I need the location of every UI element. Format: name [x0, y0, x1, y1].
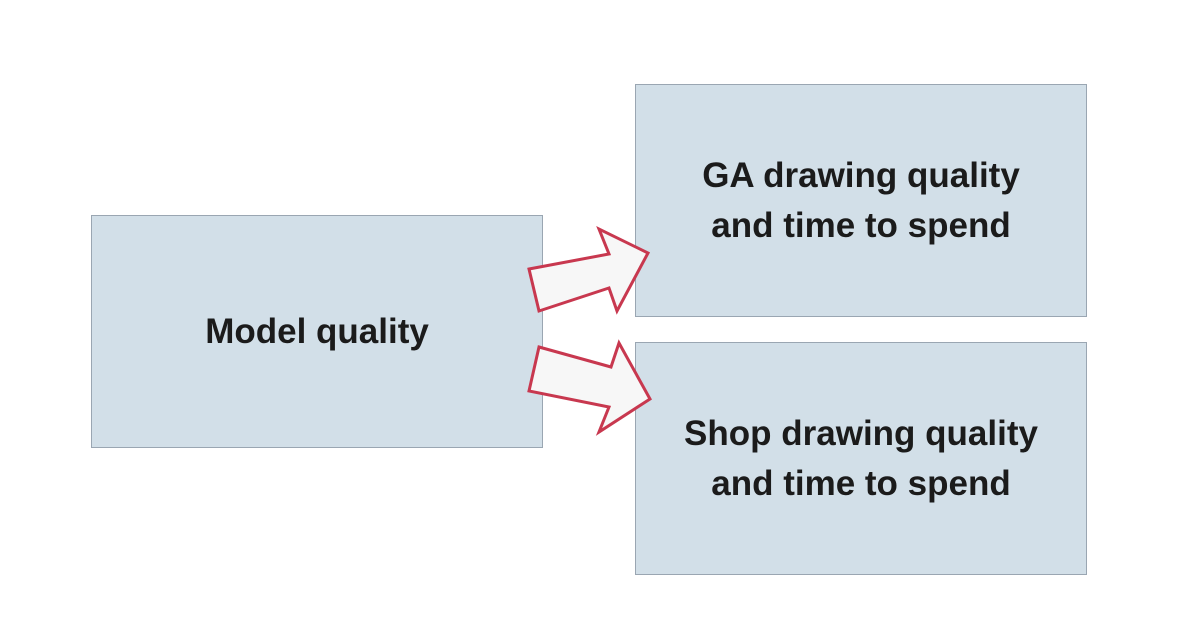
arrow-model-to-shop [527, 339, 652, 436]
node-ga-drawing-quality-line-1: GA drawing quality [702, 155, 1020, 195]
node-model-quality-label: Model quality [205, 307, 429, 357]
arrow-model-to-ga [527, 225, 651, 315]
node-shop-drawing-quality: Shop drawing quality and time to spend [635, 342, 1087, 575]
node-ga-drawing-quality-label: GA drawing quality and time to spend [702, 151, 1020, 251]
node-shop-drawing-quality-line-2: and time to spend [711, 463, 1011, 503]
arrow-model-to-shop-shape [527, 339, 652, 436]
node-shop-drawing-quality-label: Shop drawing quality and time to spend [684, 409, 1038, 509]
node-ga-drawing-quality: GA drawing quality and time to spend [635, 84, 1087, 317]
node-shop-drawing-quality-line-1: Shop drawing quality [684, 413, 1038, 453]
node-model-quality-line-1: Model quality [205, 311, 429, 351]
arrow-model-to-ga-shape [527, 225, 651, 315]
node-model-quality: Model quality [91, 215, 543, 448]
node-ga-drawing-quality-line-2: and time to spend [711, 205, 1011, 245]
